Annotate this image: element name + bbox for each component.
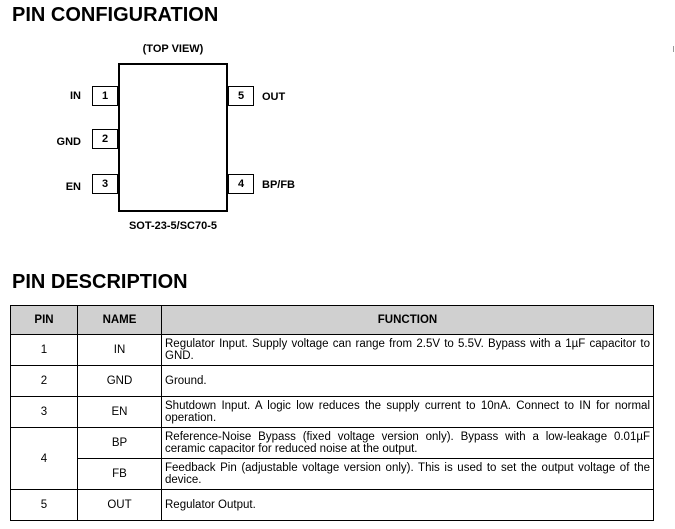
top-view-label: (TOP VIEW) <box>142 43 204 55</box>
function-cell: Reference-Noise Bypass (fixed voltage ve… <box>161 427 654 459</box>
pin-label-out: OUT <box>262 91 286 103</box>
name-cell: EN <box>77 396 162 428</box>
pin-label-en: EN <box>65 181 81 193</box>
table-row: 1 IN Regulator Input. Supply voltage can… <box>10 334 654 366</box>
pin-label-bp-fb: BP/FB <box>262 179 295 191</box>
pin-box-2: 2 <box>92 129 118 149</box>
function-cell: Regulator Output. <box>161 489 654 521</box>
pin-description-title: PIN DESCRIPTION <box>12 271 188 293</box>
package-name: SOT-23-5/SC70-5 <box>128 220 218 232</box>
pin-configuration-title: PIN CONFIGURATION <box>12 4 219 26</box>
name-cell: OUT <box>77 489 162 521</box>
pin-box-5: 5 <box>228 86 254 106</box>
function-cell: Regulator Input. Supply voltage can rang… <box>161 334 654 366</box>
pin-box-1: 1 <box>92 86 118 106</box>
name-cell: IN <box>77 334 162 366</box>
pin-cell: 5 <box>10 489 78 521</box>
pin-label-in: IN <box>70 90 81 102</box>
pin-diagram: (TOP VIEW) IN 1 GND 2 EN 3 5 OUT 4 BP/FB… <box>0 0 675 250</box>
pin-cell: 3 <box>10 396 78 428</box>
pin-label-gnd: GND <box>56 136 81 148</box>
table-row: 3 EN Shutdown Input. A logic low reduces… <box>10 396 654 428</box>
pin-cell: 2 <box>10 365 78 397</box>
table-row: 4 BP Reference-Noise Bypass (fixed volta… <box>10 427 654 490</box>
table-row: FB Feedback Pin (adjustable voltage vers… <box>11 458 654 490</box>
edge-mark <box>673 46 674 52</box>
header-function: FUNCTION <box>161 305 654 335</box>
name-cell: FB <box>77 458 162 490</box>
pin-box-4: 4 <box>228 174 254 194</box>
function-cell: Ground. <box>161 365 654 397</box>
table-row: 2 GND Ground. <box>10 365 654 397</box>
table-row: 5 OUT Regulator Output. <box>10 489 654 521</box>
pin-cell: 1 <box>10 334 78 366</box>
header-pin: PIN <box>10 305 78 335</box>
function-cell: Feedback Pin (adjustable voltage version… <box>161 458 654 490</box>
name-cell: BP <box>77 427 162 459</box>
pin-description-table: PIN NAME FUNCTION 1 IN Regulator Input. … <box>10 305 654 521</box>
pin-box-3: 3 <box>92 174 118 194</box>
function-cell: Shutdown Input. A logic low reduces the … <box>161 396 654 428</box>
name-cell: GND <box>77 365 162 397</box>
pin-cell: 4 <box>10 427 78 490</box>
header-name: NAME <box>77 305 162 335</box>
table-header-row: PIN NAME FUNCTION <box>10 305 654 335</box>
package-body <box>118 63 228 212</box>
